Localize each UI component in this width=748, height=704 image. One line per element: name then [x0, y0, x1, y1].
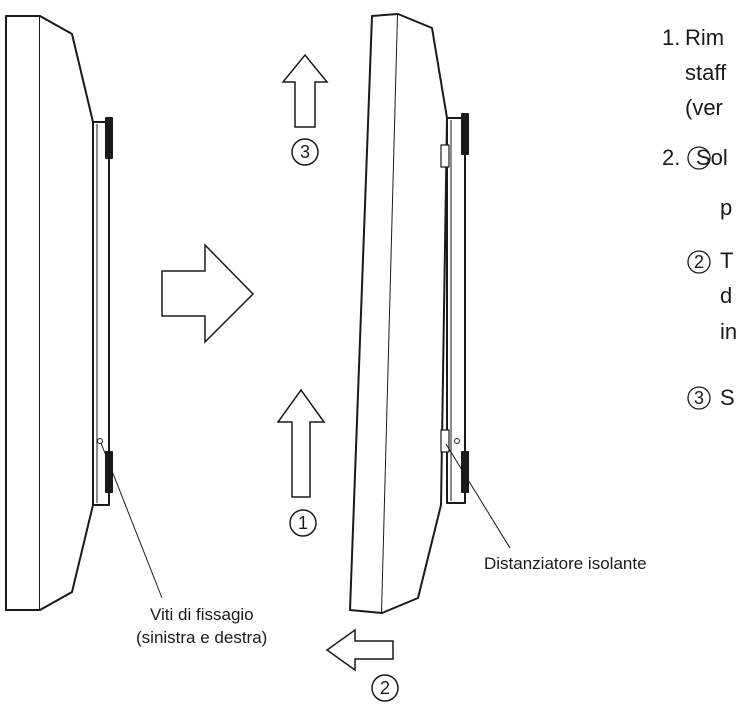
left-panel-back-cover	[39, 15, 94, 611]
step2-left-arrow-icon	[325, 628, 394, 672]
instruction-1-line2: staff	[685, 60, 727, 85]
spacer-leader-line	[445, 443, 511, 549]
step1-marker: 1	[289, 509, 317, 537]
instruction-2-sub2-line1: T	[720, 248, 733, 273]
left-panel-side-view	[5, 15, 113, 611]
right-panel-side-view	[349, 13, 469, 614]
insulating-spacer-label: Distanziatore isolante	[484, 554, 647, 573]
right-panel-bracket-hook-bottom	[461, 451, 469, 493]
left-panel-bracket-hook-top	[105, 117, 113, 159]
left-fixing-screw	[97, 438, 103, 444]
instruction-2-sub3-line1: S	[720, 385, 735, 410]
step1-up-arrow-icon	[276, 388, 326, 498]
instruction-1-line3: (ver	[685, 95, 723, 120]
right-fixing-screw	[454, 438, 460, 444]
step3-circle	[291, 138, 319, 166]
instruction-2-sub1-line1: p	[720, 195, 732, 220]
instruction-2-text: Sol	[696, 145, 728, 170]
instruction-2-sub3-marker: 3	[694, 388, 704, 408]
step3-number: 3	[300, 142, 310, 162]
fixing-screws-label-line1: Viti di fissagio	[150, 605, 254, 624]
instruction-2-sub3-marker-circle	[687, 386, 711, 410]
instruction-2-sub2-marker: 2	[694, 252, 704, 272]
instruction-2-sub2-line3: in	[720, 319, 737, 344]
step3-marker: 3	[291, 138, 319, 166]
right-panel-bracket-hook-top	[461, 113, 469, 155]
fixing-screws-leader-line	[100, 442, 163, 599]
instructions-text: 1. Rim staff (ver 2. Sol p 2 T d in 3 S	[662, 25, 737, 410]
instruction-1-line1: Rim	[685, 25, 724, 50]
instruction-2-number: 2.	[662, 145, 680, 170]
step2-number: 2	[380, 678, 390, 698]
instruction-2-sub2-marker-circle	[687, 250, 711, 274]
left-panel-bracket	[92, 121, 110, 506]
big-right-arrow-icon	[161, 243, 255, 344]
right-panel-bracket	[446, 117, 466, 504]
instruction-1-number: 1.	[662, 25, 680, 50]
instruction-2-sub1-marker-circle	[687, 146, 711, 170]
step2-circle	[371, 674, 399, 702]
instruction-2-sub2-line2: d	[720, 283, 732, 308]
step3-up-arrow-icon	[281, 53, 329, 128]
step1-circle	[289, 509, 317, 537]
insulating-spacer-bottom	[440, 429, 450, 453]
step1-number: 1	[298, 513, 308, 533]
left-panel-front-bezel	[5, 15, 41, 611]
fixing-screws-label-line2: (sinistra e destra)	[136, 628, 267, 647]
step2-marker: 2	[371, 674, 399, 702]
right-panel-back-cover	[381, 13, 448, 614]
insulating-spacer-top	[440, 144, 450, 168]
